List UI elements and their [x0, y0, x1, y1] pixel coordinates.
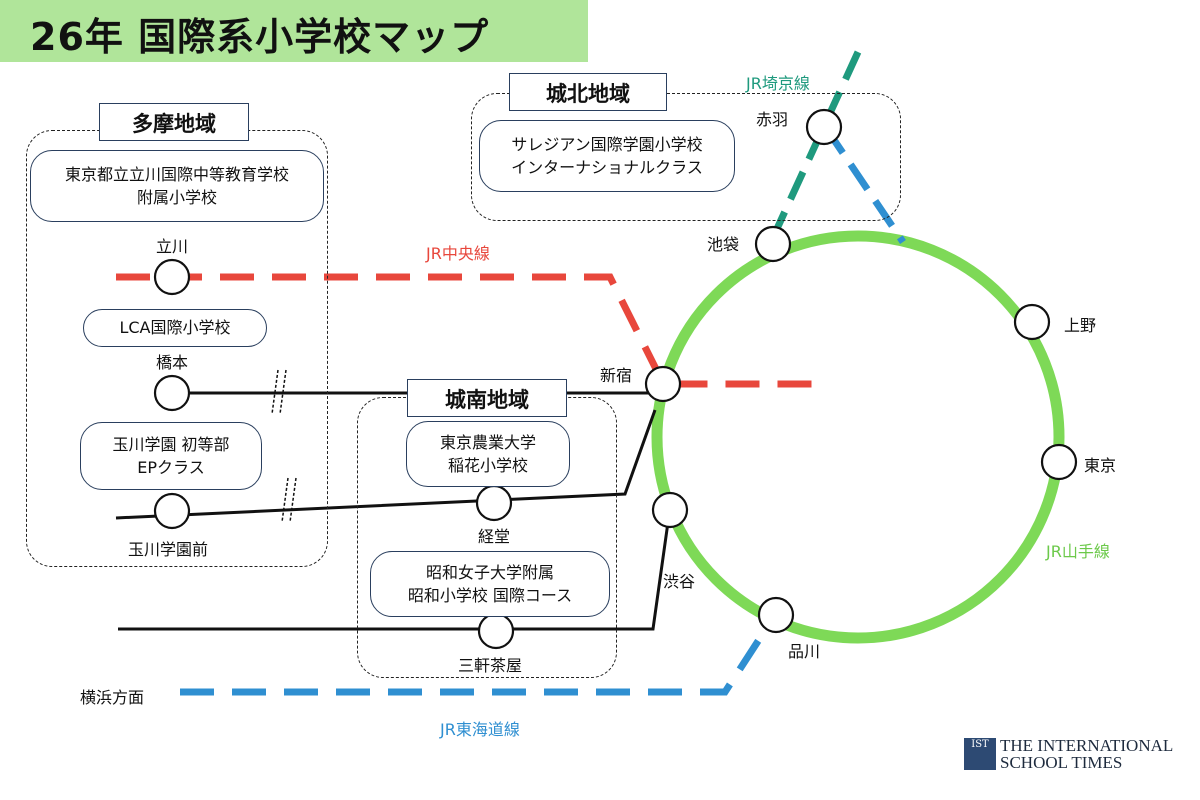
odakyu-line	[115, 409, 657, 520]
school-name-line2: 昭和小学校 国際コース	[407, 586, 573, 605]
station-label-ueno: 上野	[1064, 316, 1097, 335]
station-marker-ikebukuro[interactable]	[754, 225, 792, 263]
station-marker-shinjuku[interactable]	[644, 365, 682, 403]
school-name-line1: サレジアン国際学園小学校	[511, 134, 703, 154]
chuo-line	[116, 273, 820, 388]
station-marker-tachikawa[interactable]	[153, 258, 191, 296]
title-bar	[0, 0, 588, 62]
tokyu-denentoshi-line	[118, 507, 672, 631]
school-lca[interactable]: LCA国際小学校	[83, 309, 267, 347]
line-label-tokaido: JR東海道線	[440, 720, 520, 739]
page-title: 26年 国際系小学校マップ	[30, 15, 490, 59]
station-marker-shinagawa[interactable]	[757, 596, 795, 634]
station-label-ikebukuro: 池袋	[707, 235, 740, 254]
station-marker-shibuya[interactable]	[651, 491, 689, 529]
station-label-kyodo: 経堂	[478, 527, 511, 546]
station-label-hashimoto: 橋本	[156, 353, 189, 372]
station-label-yokohama: 横浜方面	[80, 688, 145, 707]
station-marker-hashimoto[interactable]	[153, 374, 191, 412]
station-label-shibuya: 渋谷	[663, 572, 696, 591]
school-salesian[interactable]: サレジアン国際学園小学校 インターナショナルクラス	[479, 120, 735, 192]
school-name-line1: 東京農業大学	[439, 432, 536, 452]
school-showa[interactable]: 昭和女子大学附属 昭和小学校 国際コース	[370, 551, 610, 617]
line-break-marks	[271, 369, 297, 523]
station-marker-tamagawagakuenmae[interactable]	[153, 492, 191, 530]
station-label-shinjuku: 新宿	[600, 366, 633, 385]
school-name-line2: 附属小学校	[136, 188, 217, 207]
region-johoku	[471, 93, 901, 221]
logo-text-line2: SCHOOL TIMES	[1000, 753, 1123, 772]
school-tachikawa-kokusai[interactable]: 東京都立立川国際中等教育学校 附属小学校	[30, 150, 324, 222]
school-name-line1: 昭和女子大学附属	[425, 562, 554, 582]
region-label-johoku: 城北地域	[509, 73, 667, 111]
station-label-tachikawa: 立川	[156, 237, 189, 256]
logo-text-line1: THE INTERNATIONAL	[1000, 736, 1174, 755]
school-name-line2: EPクラス	[137, 458, 205, 477]
yamanote-line	[651, 230, 1065, 644]
station-label-sangenjaya: 三軒茶屋	[458, 656, 523, 675]
station-label-akabane: 赤羽	[756, 110, 789, 129]
station-marker-ueno[interactable]	[1013, 303, 1051, 341]
tokaido-line	[180, 613, 778, 696]
logo-mark	[964, 738, 996, 770]
saikyo-line	[766, 50, 862, 246]
school-name-line2: インターナショナルクラス	[511, 158, 703, 177]
school-name-line1: 東京都立立川国際中等教育学校	[64, 164, 289, 184]
school-name-line2: 稲花小学校	[447, 456, 528, 475]
line-label-yamanote: JR山手線	[1046, 542, 1110, 561]
station-label-shinagawa: 品川	[788, 642, 821, 661]
akabane-ueno-line	[823, 126, 906, 244]
school-nodai-toka[interactable]: 東京農業大学 稲花小学校	[406, 421, 570, 487]
line-label-chuo: JR中央線	[426, 244, 490, 263]
station-marker-akabane[interactable]	[805, 108, 843, 146]
school-tamagawa[interactable]: 玉川学園 初等部 EPクラス	[80, 422, 262, 490]
station-marker-tokyo[interactable]	[1040, 443, 1078, 481]
line-label-saikyo: JR埼京線	[746, 74, 810, 93]
region-label-tama: 多摩地域	[99, 103, 249, 141]
school-name-line1: LCA国際小学校	[119, 318, 231, 338]
station-label-tamagawagakuenmae: 玉川学園前	[128, 540, 209, 559]
school-name-line1: 玉川学園 初等部	[112, 434, 230, 454]
station-label-tokyo: 東京	[1084, 456, 1117, 475]
logo-abbr: IST	[971, 739, 989, 750]
region-label-jonan: 城南地域	[407, 379, 567, 417]
